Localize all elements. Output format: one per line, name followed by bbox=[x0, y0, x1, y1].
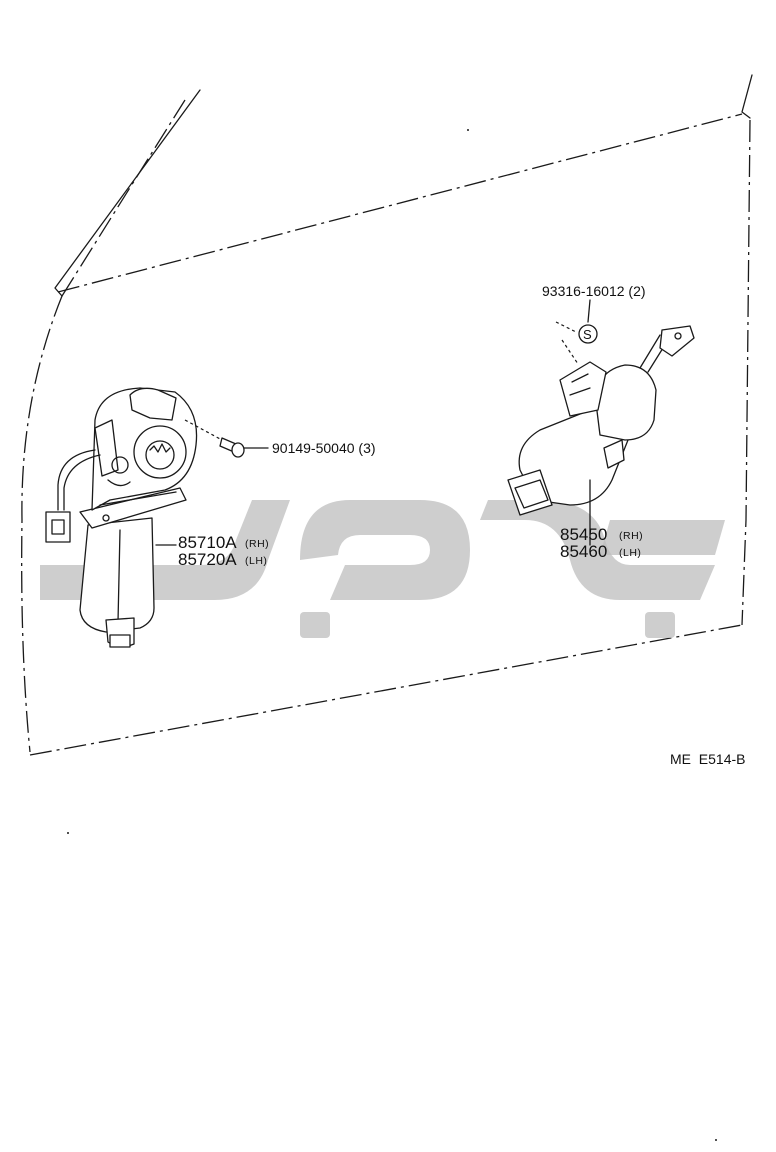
speck bbox=[715, 1139, 717, 1141]
window-regulator-motor bbox=[45, 387, 198, 648]
door-lock-cylinder bbox=[507, 325, 695, 546]
lock-screw: S bbox=[555, 299, 598, 365]
lock-side-rh: (RH) bbox=[619, 530, 643, 542]
motor-screw-label: 90149-50040 (3) bbox=[272, 440, 376, 456]
watermark-logo bbox=[40, 500, 725, 638]
speck bbox=[467, 129, 469, 131]
motor-part-no-rh: 85710A bbox=[178, 533, 237, 552]
screw-s-mark: S bbox=[583, 327, 592, 342]
speck bbox=[67, 832, 69, 834]
lock-part-no-rh: 85450 bbox=[560, 525, 607, 544]
diagram-code: ME E514-B bbox=[670, 751, 745, 767]
lock-side-lh: (LH) bbox=[619, 547, 641, 559]
door-panel-outline bbox=[21, 74, 753, 756]
motor-side-lh: (LH) bbox=[245, 555, 267, 567]
motor-screw bbox=[184, 419, 269, 458]
motor-part-no-lh: 85720A bbox=[178, 550, 237, 569]
lock-screw-label: 93316-16012 (2) bbox=[542, 283, 646, 299]
lock-part-no-lh: 85460 bbox=[560, 542, 607, 561]
motor-side-rh: (RH) bbox=[245, 538, 269, 550]
